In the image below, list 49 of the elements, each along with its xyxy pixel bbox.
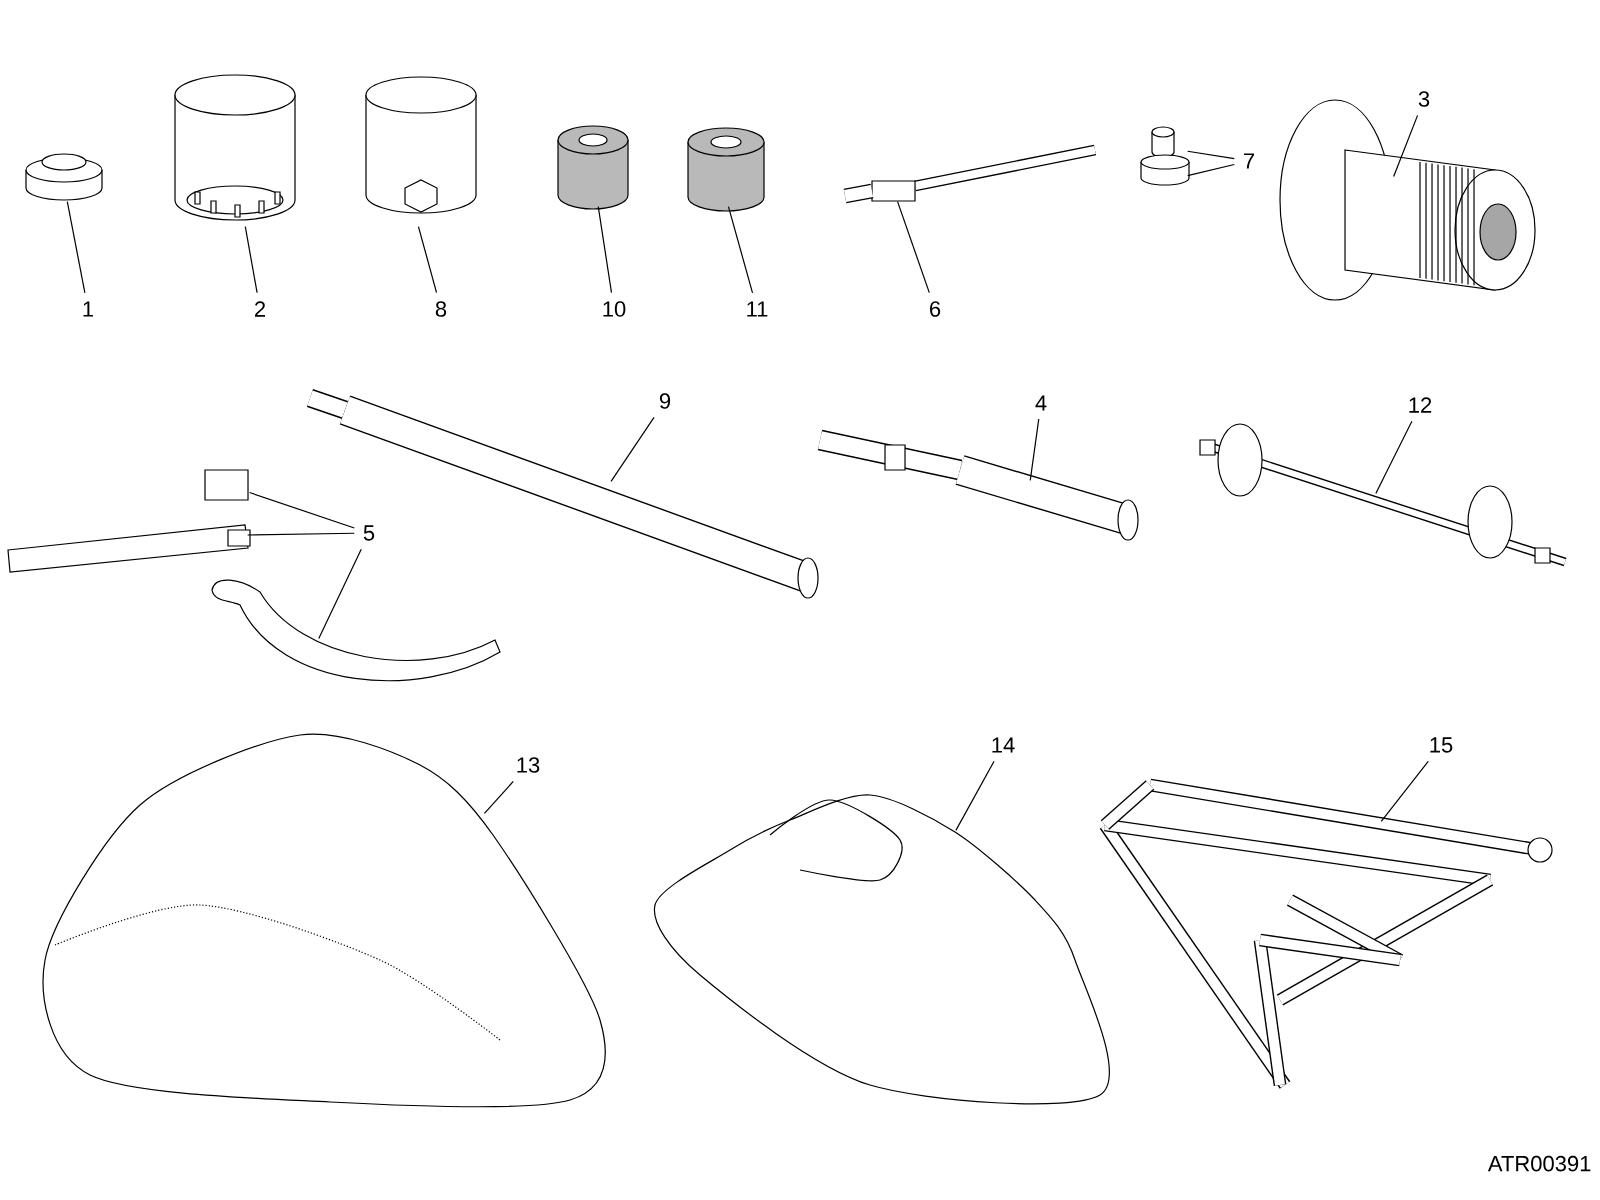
leader-line — [610, 416, 655, 482]
leader-line — [249, 491, 355, 529]
callout-number: 3 — [1418, 91, 1430, 107]
cap-drawing — [25, 153, 103, 201]
leader-line — [483, 780, 514, 814]
callout-number: 14 — [992, 737, 1015, 753]
reference-code: ATR00391 — [1487, 1155, 1591, 1172]
bushing-drawing — [687, 127, 765, 212]
leader-line — [955, 760, 995, 831]
fork-drawing — [7, 524, 251, 573]
pin-base-drawing — [1140, 154, 1190, 186]
leader-line — [244, 226, 258, 294]
leader-line — [247, 532, 355, 536]
callout-number: 12 — [1409, 397, 1432, 413]
stand-drawing — [1099, 778, 1553, 1089]
callout-number: 13 — [517, 757, 540, 773]
leader-line — [1375, 420, 1413, 494]
leader-line — [66, 201, 86, 294]
rod-drawing — [843, 144, 1097, 204]
callout-number: 4 — [1035, 395, 1047, 411]
retaining-ring-drawing — [211, 579, 501, 682]
leader-line — [417, 226, 438, 294]
callout-number: 10 — [603, 301, 626, 317]
shaft-drawing — [306, 389, 819, 599]
callout-number: 9 — [659, 393, 671, 409]
leader-line — [896, 201, 930, 294]
puller-drawing — [1199, 423, 1567, 567]
leader-line — [1029, 418, 1040, 481]
spacer-drawing — [204, 469, 249, 501]
leader-line — [318, 548, 362, 639]
socket-drawing — [365, 76, 477, 214]
leader-line — [1187, 163, 1235, 177]
callout-number: 2 — [255, 301, 265, 317]
callout-number: 11 — [747, 301, 768, 317]
leader-line — [727, 206, 754, 294]
bushing-drawing — [557, 125, 629, 210]
tank-cover-drawing — [653, 794, 1110, 1105]
leader-line — [1187, 150, 1235, 160]
shaft-drawing — [817, 429, 1139, 541]
callout-number: 7 — [1244, 153, 1255, 169]
leader-line — [597, 206, 613, 294]
callout-number: 15 — [1430, 737, 1453, 753]
leader-line — [1393, 114, 1419, 177]
seat-cover-drawing — [42, 733, 606, 1108]
leader-line — [1380, 760, 1429, 822]
socket-drawing — [174, 74, 296, 221]
callout-number: 6 — [930, 301, 941, 317]
callout-number: 8 — [435, 301, 447, 317]
callout-number: 1 — [83, 301, 94, 317]
